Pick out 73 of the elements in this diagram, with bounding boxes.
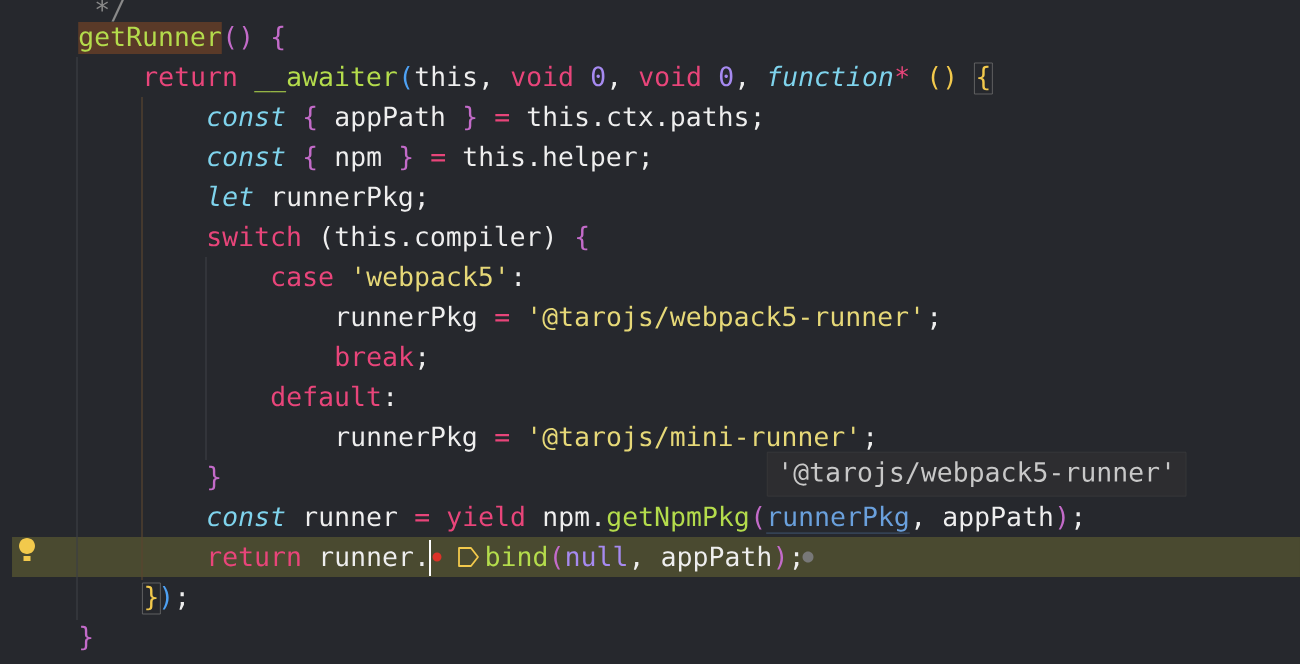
code-text: '@tarojs/webpack5-runner' — [533, 305, 919, 332]
code-text: 'webpack5' — [357, 265, 503, 292]
code-text: */ — [96, 0, 125, 22]
code-text: } — [401, 145, 412, 171]
code-text: : — [516, 272, 520, 286]
code-text: const — [208, 147, 285, 167]
code-text: = — [415, 513, 430, 522]
code-text: appPath — [335, 105, 444, 132]
code-text: appPath — [662, 545, 770, 572]
code-text: = — [495, 433, 510, 442]
code-text: case — [272, 271, 333, 287]
code-text: this.ctx.paths; — [527, 105, 760, 132]
code-text: ; — [419, 352, 424, 370]
code-text: 0 — [719, 66, 733, 87]
code-text: return — [210, 547, 300, 567]
code-text: (this.compiler) — [323, 225, 552, 252]
code-text: { — [305, 145, 316, 171]
code-text: npm. — [544, 511, 600, 532]
code-text: void — [639, 65, 700, 87]
code-text: { — [577, 225, 588, 251]
code-text: runnerPkg — [338, 305, 476, 332]
code-text: null — [567, 545, 626, 567]
code-text: = — [431, 153, 446, 162]
code-text: runnerPkg — [338, 425, 476, 452]
code-text: 0 — [591, 66, 605, 87]
code-text: const — [208, 507, 285, 527]
code-text: } — [81, 625, 92, 651]
code-text: default — [271, 385, 380, 407]
tooltip-box: '@tarojs/webpack5-runner' — [767, 452, 1187, 497]
code-text: ; — [793, 552, 799, 570]
code-text: , — [633, 562, 639, 570]
code-text: this.helper; — [463, 145, 648, 172]
code-text: getRunner — [78, 22, 222, 54]
code-text: yield — [447, 505, 524, 532]
code-text: const — [208, 107, 285, 127]
code-text: ) — [777, 545, 784, 570]
code-text: __awaiter — [254, 65, 397, 93]
code-text: '@tarojs/mini-runner' — [533, 425, 855, 452]
code-text: runner — [306, 511, 397, 527]
code-text: { — [273, 25, 284, 51]
code-text: } — [209, 465, 220, 491]
code-text: () — [931, 65, 953, 90]
code-text: let — [210, 185, 253, 207]
code-text: { — [305, 105, 316, 131]
code-text: runnerPkg — [766, 505, 910, 534]
code-text: ) — [162, 585, 169, 610]
code-text: ; — [931, 312, 936, 330]
code-text: ( — [403, 65, 410, 90]
code-text: : — [388, 392, 392, 406]
code-text: npm — [336, 151, 381, 172]
code-text: this, — [415, 65, 488, 90]
code-text: return — [146, 67, 236, 87]
code-text: function — [769, 65, 893, 87]
code-text: } — [142, 582, 161, 615]
code-text: } — [465, 105, 476, 131]
code-text: bind — [487, 545, 546, 567]
code-text: void — [511, 65, 572, 87]
code-text: runner. — [322, 551, 424, 567]
code-text: = — [495, 113, 510, 122]
code-text: * — [896, 66, 908, 79]
code-text: getNpmPkg — [607, 505, 748, 532]
code-text: () — [227, 25, 249, 50]
code-text: , — [739, 82, 744, 90]
code-text: ; — [179, 592, 184, 610]
code-text: , — [611, 82, 616, 90]
code-text: = — [495, 313, 510, 322]
code-text: ( — [554, 545, 561, 570]
code-text: switch — [208, 225, 300, 247]
code-text: ( — [755, 505, 762, 530]
code-text: break — [336, 345, 414, 367]
code-text: { — [974, 62, 993, 95]
code-text: runnerPkg; — [274, 185, 424, 212]
code-text: , — [915, 522, 920, 530]
